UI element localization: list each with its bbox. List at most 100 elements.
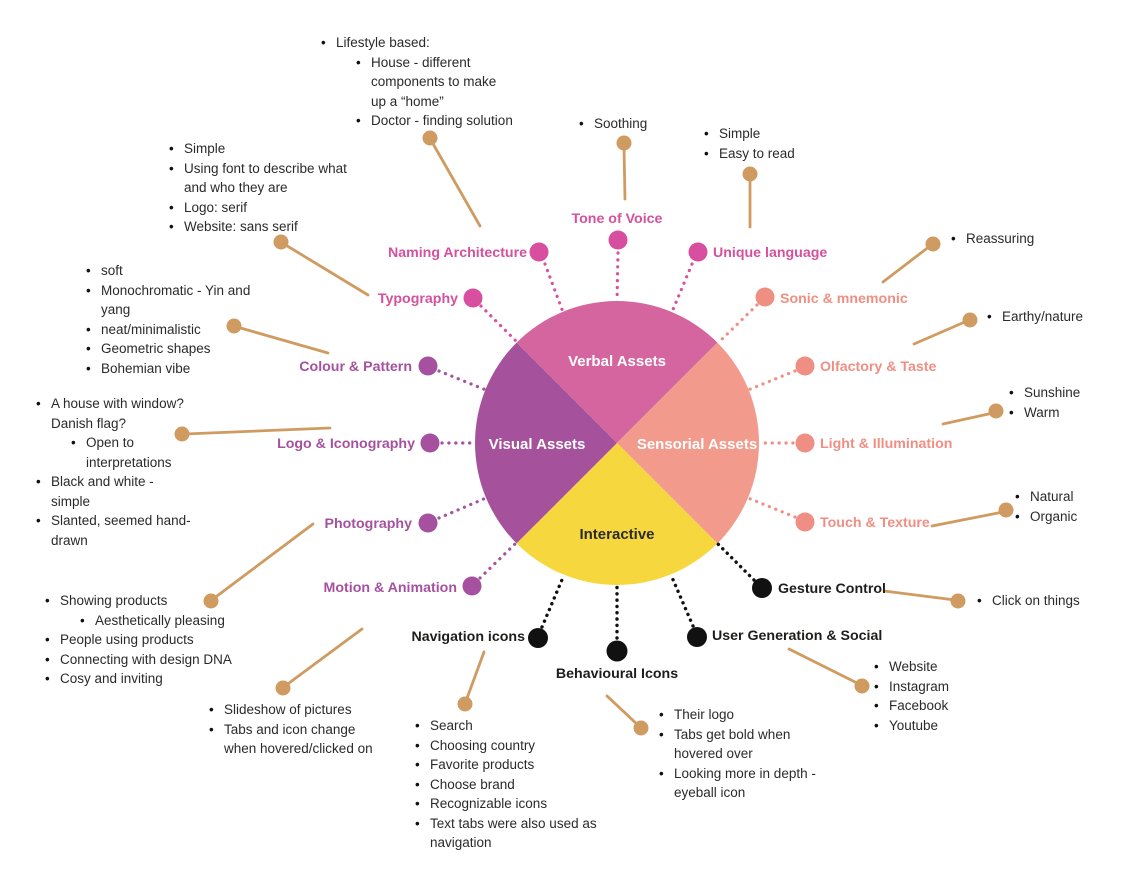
notes-typography: Simple Using font to describe what and w… xyxy=(168,139,373,237)
note-item: Geometric shapes xyxy=(85,339,260,359)
spoke-touch-texture: Touch & Texture xyxy=(746,496,930,532)
spoke-label-naming-architecture: Naming Architecture xyxy=(388,245,527,261)
notes-behavioural-icons: Their logo Tabs get bold when hovered ov… xyxy=(658,705,838,803)
note-item: Facebook xyxy=(873,696,993,716)
connector-dot-behavioural xyxy=(633,720,649,736)
spoke-light-illumination: Light & Illumination xyxy=(757,433,952,453)
connector-sonic xyxy=(881,244,932,284)
note-text: soft xyxy=(101,263,123,278)
connector-dot-unique xyxy=(742,166,758,182)
spoke-line-usergen xyxy=(669,573,695,628)
note-item: Showing products Aesthetically pleasing xyxy=(44,591,259,630)
note-text: Looking more in depth - eyeball icon xyxy=(674,765,816,801)
spoke-line-typography xyxy=(479,304,519,344)
spoke-dot-naming xyxy=(529,242,549,262)
spoke-label-photography: Photography xyxy=(325,516,413,532)
notes-tone-of-voice: Soothing xyxy=(578,114,698,134)
notes-photography: Showing products Aesthetically pleasing … xyxy=(44,591,259,689)
connector-dot-motion xyxy=(275,680,291,696)
spoke-user-generation-social: User Generation & Social xyxy=(669,573,882,647)
spoke-label-colour-pattern: Colour & Pattern xyxy=(299,359,412,375)
notes-motion-animation: Slideshow of pictures Tabs and icon chan… xyxy=(208,700,373,759)
wedge-interactive xyxy=(516,443,718,585)
spoke-typography: Typography xyxy=(378,288,519,344)
connector-dot-usergen xyxy=(854,678,870,694)
note-text: Natural xyxy=(1030,489,1074,504)
note-text: Connecting with design DNA xyxy=(60,651,232,667)
note-text: A house with window? Danish flag? xyxy=(51,396,184,431)
note-subitem: Open to interpretations xyxy=(70,433,195,472)
notes-touch-texture: Natural Organic xyxy=(1014,487,1124,526)
note-item: Reassuring xyxy=(950,229,1090,249)
note-text: Open to interpretations xyxy=(86,435,172,470)
note-text: neat/minimalistic xyxy=(101,321,201,337)
spoke-label-gesture-control: Gesture Control xyxy=(778,581,886,597)
note-item: Choose brand xyxy=(414,775,599,795)
spoke-label-unique-language: Unique language xyxy=(713,245,827,261)
note-item: Click on things xyxy=(976,591,1121,611)
note-item: Tabs get bold when hovered over xyxy=(658,725,838,764)
note-text: Bohemian vibe xyxy=(101,360,191,376)
note-item: Text tabs were also used as navigation xyxy=(414,814,599,853)
note-text: Website: sans serif xyxy=(184,219,298,234)
note-item: Monochromatic - Yin and yang xyxy=(85,281,260,320)
spoke-label-light-illumination: Light & Illumination xyxy=(820,436,952,452)
spoke-dot-olfactory xyxy=(795,356,815,376)
spoke-line-naming xyxy=(543,262,565,314)
spoke-motion-animation: Motion & Animation xyxy=(324,541,518,596)
note-subitem: House - different components to make up … xyxy=(355,53,515,112)
spoke-gesture-control: Gesture Control xyxy=(715,541,886,598)
spoke-line-motion xyxy=(478,541,518,580)
note-item: Simple xyxy=(168,139,373,159)
note-item: Logo: serif xyxy=(168,198,373,218)
note-text: Simple xyxy=(719,126,761,141)
spoke-dot-photography xyxy=(418,513,438,533)
spokes: Tone of Voice Naming Architecture Unique… xyxy=(277,211,952,682)
spoke-line-unique xyxy=(670,262,694,314)
note-item: soft xyxy=(85,261,260,281)
connector-dot-gesture xyxy=(950,593,966,609)
spoke-dot-typography xyxy=(463,288,483,308)
spoke-sonic-mnemonic: Sonic & mnemonic xyxy=(716,287,908,345)
note-text: Logo: serif xyxy=(184,199,248,215)
note-text: House - different components to make up … xyxy=(371,54,497,109)
spoke-label-typography: Typography xyxy=(378,291,458,307)
connector-motion xyxy=(283,627,364,688)
spoke-dot-navigation xyxy=(528,628,548,648)
note-text: Their logo xyxy=(674,707,735,722)
note-item: Youtube xyxy=(873,716,993,736)
note-item: Organic xyxy=(1014,507,1124,527)
spoke-navigation-icons: Navigation icons xyxy=(411,573,566,648)
note-text: Earthy/nature xyxy=(1002,309,1084,324)
connector-dot-tone xyxy=(616,135,632,151)
note-item: Instagram xyxy=(873,677,993,697)
spoke-dot-behavioural xyxy=(606,640,628,662)
spoke-line-gesture xyxy=(715,541,756,582)
note-text: Slanted, seemed hand-drawn xyxy=(51,513,191,548)
note-text: Geometric shapes xyxy=(101,341,211,356)
note-item: Black and white - simple xyxy=(35,472,195,511)
connector-touch xyxy=(930,510,1005,528)
spoke-line-sonic xyxy=(716,303,759,345)
connector-gesture xyxy=(882,589,957,602)
note-text: Youtube xyxy=(889,717,939,733)
notes-light-illumination: Sunshine Warm xyxy=(1008,383,1118,422)
note-text: Monochromatic - Yin and yang xyxy=(101,282,251,318)
note-text: Tabs and icon change when hovered/clicke… xyxy=(224,721,373,757)
wheel: Verbal Assets Sensorial Assets Interacti… xyxy=(475,301,759,585)
connector-dot-touch xyxy=(998,502,1014,518)
note-item: Easy to read xyxy=(703,144,833,164)
spoke-logo-iconography: Logo & Iconography xyxy=(277,433,477,453)
note-text: Lifestyle based: xyxy=(336,35,430,50)
spoke-tone-of-voice: Tone of Voice xyxy=(572,211,663,303)
spoke-photography: Photography xyxy=(325,496,488,533)
note-text: Tabs get bold when hovered over xyxy=(674,726,791,762)
spoke-label-navigation-icons: Navigation icons xyxy=(411,629,525,645)
spoke-label-olfactory-taste: Olfactory & Taste xyxy=(820,359,937,375)
notes-unique-language: Simple Easy to read xyxy=(703,124,833,163)
connector-photography xyxy=(211,522,315,601)
spoke-dot-tone xyxy=(608,230,628,250)
note-subitem: Doctor - finding solution xyxy=(355,111,515,131)
